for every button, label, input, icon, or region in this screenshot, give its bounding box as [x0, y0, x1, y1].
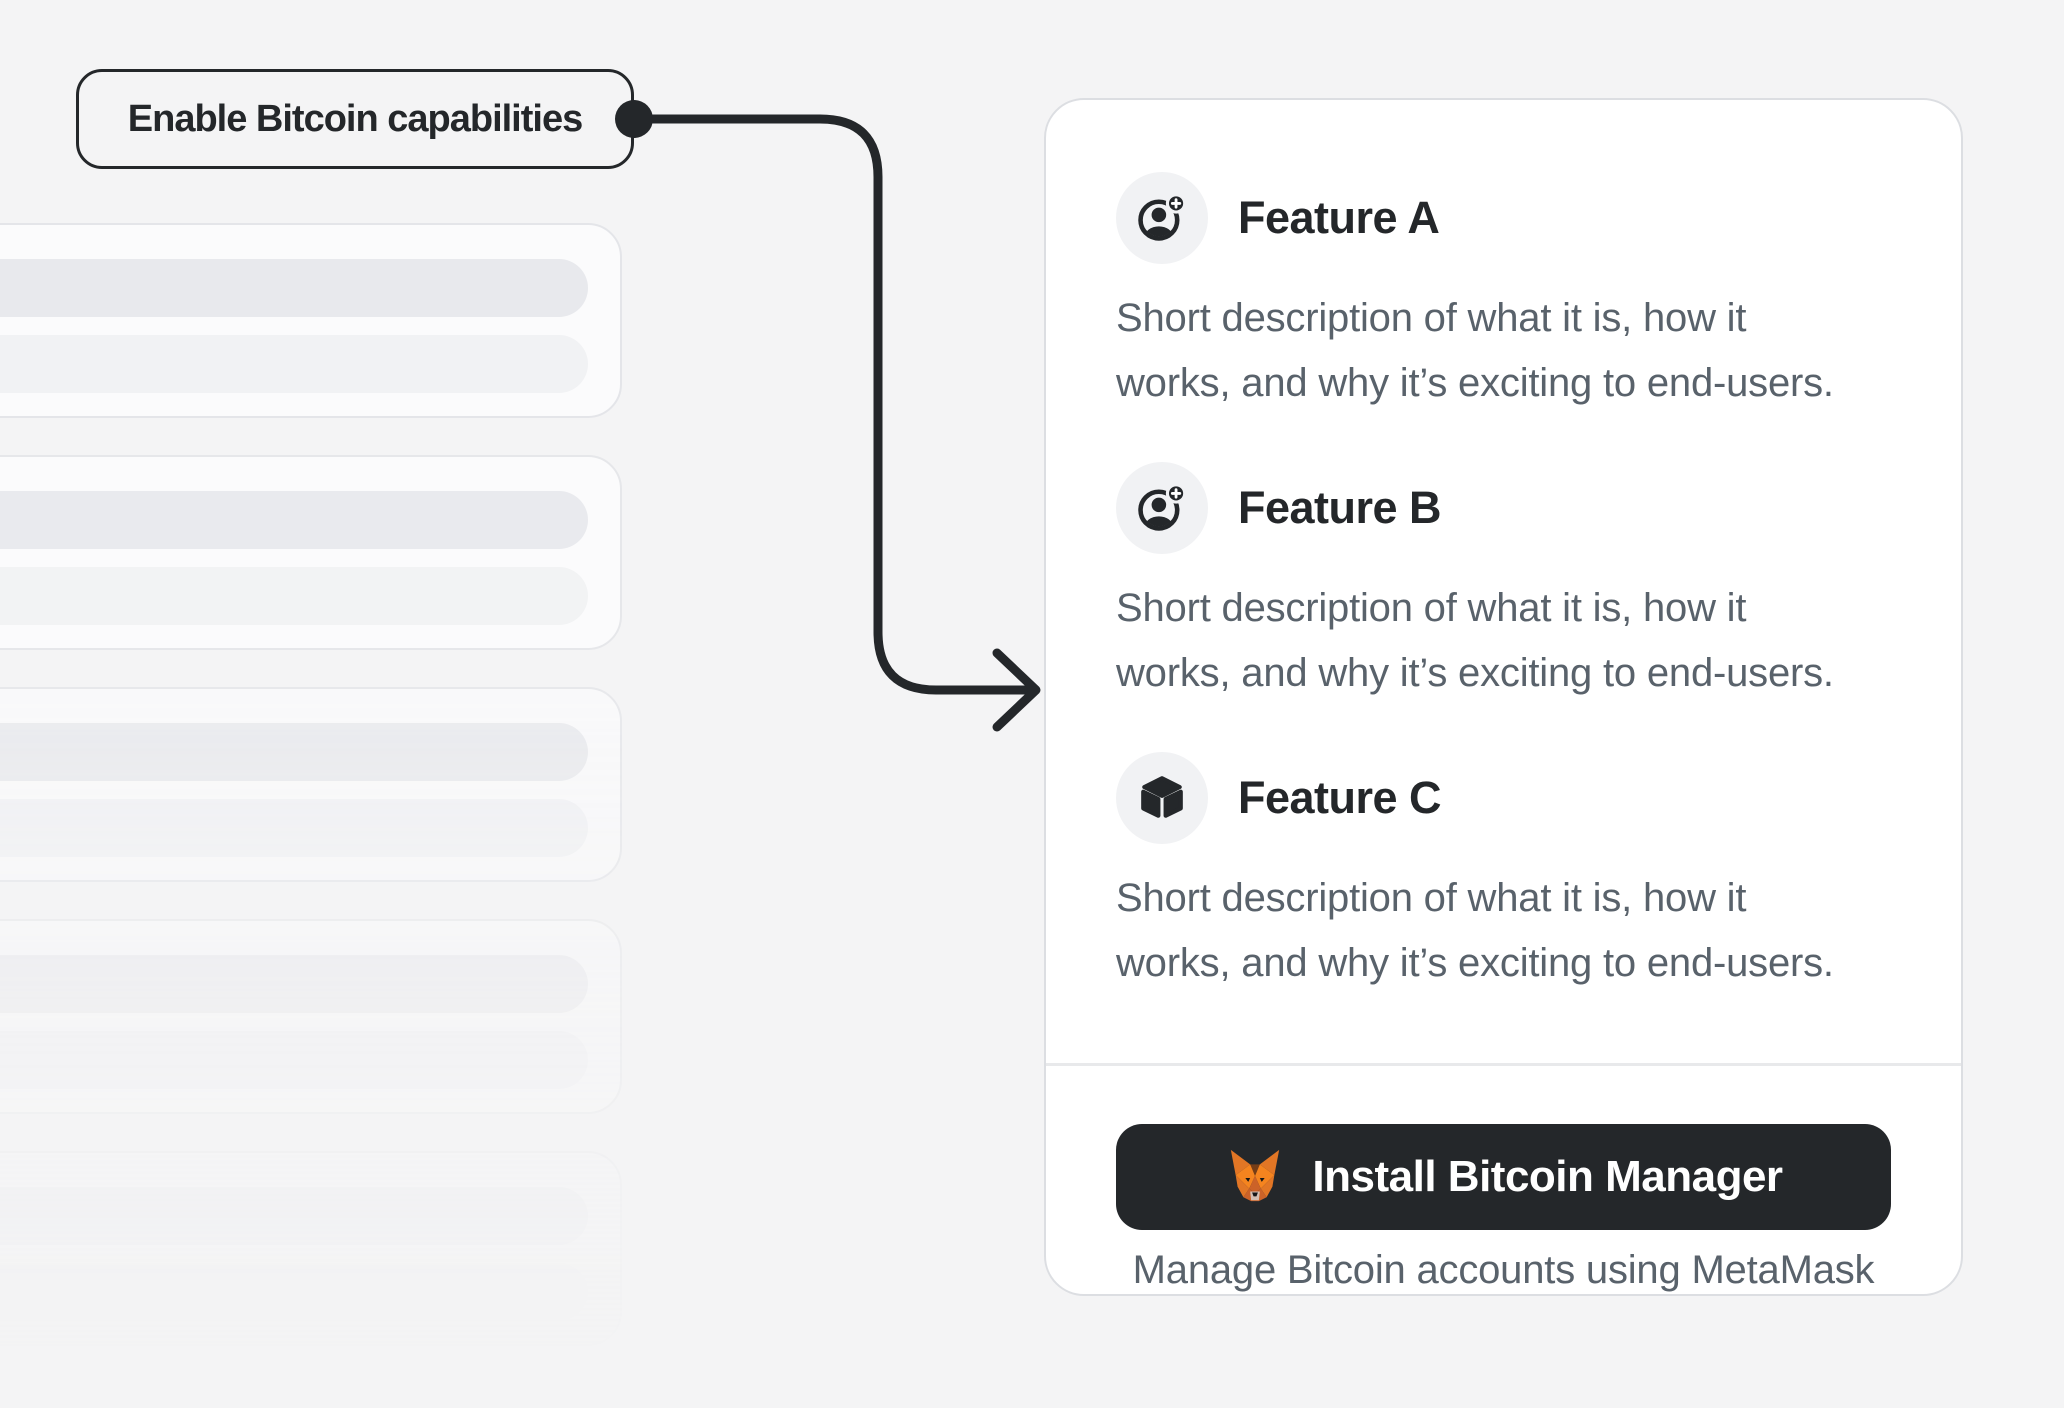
feature-description: Short description of what it is, how it … — [1116, 576, 1891, 706]
feature-header: Feature C — [1116, 752, 1891, 844]
feature-description-line: Short description of what it is, how it — [1116, 296, 1747, 340]
skeleton-list — [0, 223, 622, 1383]
feature-title: Feature C — [1238, 772, 1442, 823]
user-add-icon — [1116, 462, 1208, 554]
feature-description-line: works, and why it’s exciting to end-user… — [1116, 651, 1834, 695]
feature-item-a: Feature A Short description of what it i… — [1116, 172, 1891, 416]
skeleton-card — [0, 1151, 622, 1346]
feature-description-line: works, and why it’s exciting to end-user… — [1116, 941, 1834, 985]
feature-header: Feature A — [1116, 172, 1891, 264]
skeleton-card — [0, 223, 622, 418]
feature-panel: Feature A Short description of what it i… — [1044, 98, 1963, 1296]
install-button-label: Install Bitcoin Manager — [1312, 1152, 1783, 1201]
feature-description: Short description of what it is, how it … — [1116, 866, 1891, 996]
feature-description: Short description of what it is, how it … — [1116, 286, 1891, 416]
skeleton-row — [0, 491, 588, 549]
cube-icon — [1116, 752, 1208, 844]
skeleton-row — [0, 799, 588, 857]
skeleton-card — [0, 687, 622, 882]
skeleton-row — [0, 723, 588, 781]
connector-line — [648, 114, 1039, 695]
button-caption: Manage Bitcoin accounts using MetaMask — [1132, 1248, 1875, 1292]
feature-item-c: Feature C Short description of what it i… — [1116, 752, 1891, 996]
skeleton-row — [0, 259, 588, 317]
feature-list: Feature A Short description of what it i… — [1046, 100, 1961, 1042]
skeleton-row — [0, 1263, 588, 1321]
feature-description-line: Short description of what it is, how it — [1116, 586, 1747, 630]
feature-description-line: Short description of what it is, how it — [1116, 876, 1747, 920]
feature-header: Feature B — [1116, 462, 1891, 554]
skeleton-row — [0, 955, 588, 1013]
skeleton-row — [0, 1031, 588, 1089]
skeleton-card — [0, 919, 622, 1114]
arrowhead-icon — [992, 648, 1041, 732]
feature-title: Feature A — [1238, 192, 1440, 243]
skeleton-card — [0, 455, 622, 650]
card-footer: Install Bitcoin Manager Manage Bitcoin a… — [1046, 1063, 1961, 1294]
feature-item-b: Feature B Short description of what it i… — [1116, 462, 1891, 706]
callout-label: Enable Bitcoin capabilities — [76, 69, 634, 169]
install-bitcoin-manager-button[interactable]: Install Bitcoin Manager — [1116, 1124, 1891, 1230]
metamask-fox-icon — [1224, 1148, 1286, 1206]
user-add-icon — [1116, 172, 1208, 264]
skeleton-row — [0, 567, 588, 625]
feature-title: Feature B — [1238, 482, 1442, 533]
skeleton-row — [0, 1187, 588, 1245]
callout-label-text: Enable Bitcoin capabilities — [127, 97, 583, 140]
skeleton-row — [0, 335, 588, 393]
feature-description-line: works, and why it’s exciting to end-user… — [1116, 361, 1834, 405]
